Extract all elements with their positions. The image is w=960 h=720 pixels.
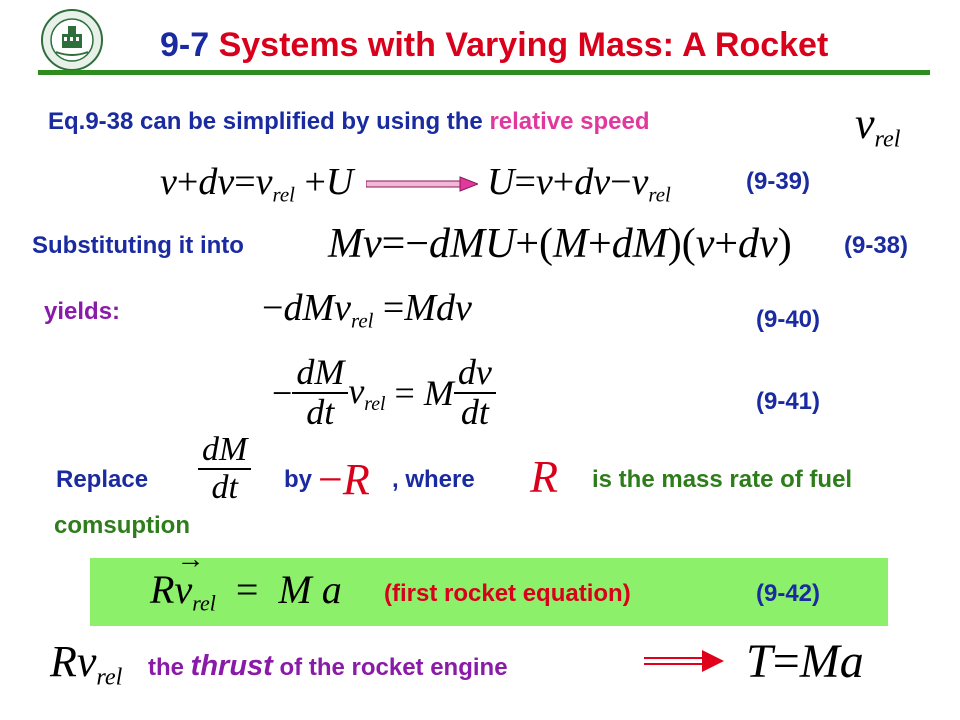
first-rocket-label: (first rocket equation) — [384, 580, 631, 607]
substituting-text: Substituting it into — [32, 232, 244, 259]
symbol-minus-r: −R — [318, 455, 370, 504]
intro-prefix: Eq.9-38 can be simplified by using the — [48, 108, 483, 135]
symbol-r: R — [530, 451, 559, 502]
title-text: Systems with Varying Mass: A Rocket — [218, 26, 829, 64]
right-arrow-icon — [644, 650, 724, 672]
intro-line: Eq.9-38 can be simplified by using the r… — [48, 108, 650, 136]
label-eq-9-41: (9-41) — [756, 388, 821, 415]
vrel-symbol: vrel — [855, 99, 901, 153]
university-logo — [40, 8, 104, 72]
symbol-r-vrel: Rvrel — [50, 637, 123, 691]
yields-text: yields: — [44, 298, 121, 325]
thrust-sentence: the thrust of the rocket engine — [148, 650, 508, 683]
consumption-text: comsuption — [54, 512, 190, 539]
label-eq-9-38: (9-38) — [844, 232, 909, 259]
mass-rate-text: is the mass rate of fuel — [592, 466, 853, 493]
thrust-prefix: the — [148, 654, 184, 681]
title-number: 9-7 — [160, 26, 210, 64]
thrust-word: thrust — [190, 650, 273, 682]
arrow-thrust — [644, 650, 724, 677]
logo-seal-icon — [41, 9, 103, 71]
right-arrow-icon — [365, 176, 480, 192]
label-eq-9-40: (9-40) — [756, 306, 821, 333]
rocket-equation-box — [90, 558, 888, 626]
by-text: by — [284, 466, 313, 493]
thrust-suffix: of the rocket engine — [279, 654, 508, 681]
page-title: 9-7 Systems with Varying Mass: A Rocket — [160, 26, 828, 65]
equation-velocity-sum: v+dv=vrel +U — [160, 161, 354, 207]
title-divider — [38, 70, 930, 75]
equation-momentum: Mv=−dMU+(M+dM)(v+dv) — [328, 221, 792, 267]
label-eq-9-39: (9-39) — [746, 168, 811, 195]
equation-9-42: Rv→rel = M a — [150, 544, 342, 616]
where-text: , where — [392, 466, 475, 493]
equation-u-solved: U=v+dv−vrel — [487, 161, 671, 207]
equation-thrust: T=Ma — [746, 635, 864, 688]
equation-9-40: −dMvrel =Mdv — [262, 287, 472, 333]
replace-text: Replace — [56, 466, 149, 493]
label-eq-9-42: (9-42) — [756, 580, 821, 607]
intro-highlight: relative speed — [489, 108, 650, 135]
arrow-39 — [365, 176, 480, 197]
